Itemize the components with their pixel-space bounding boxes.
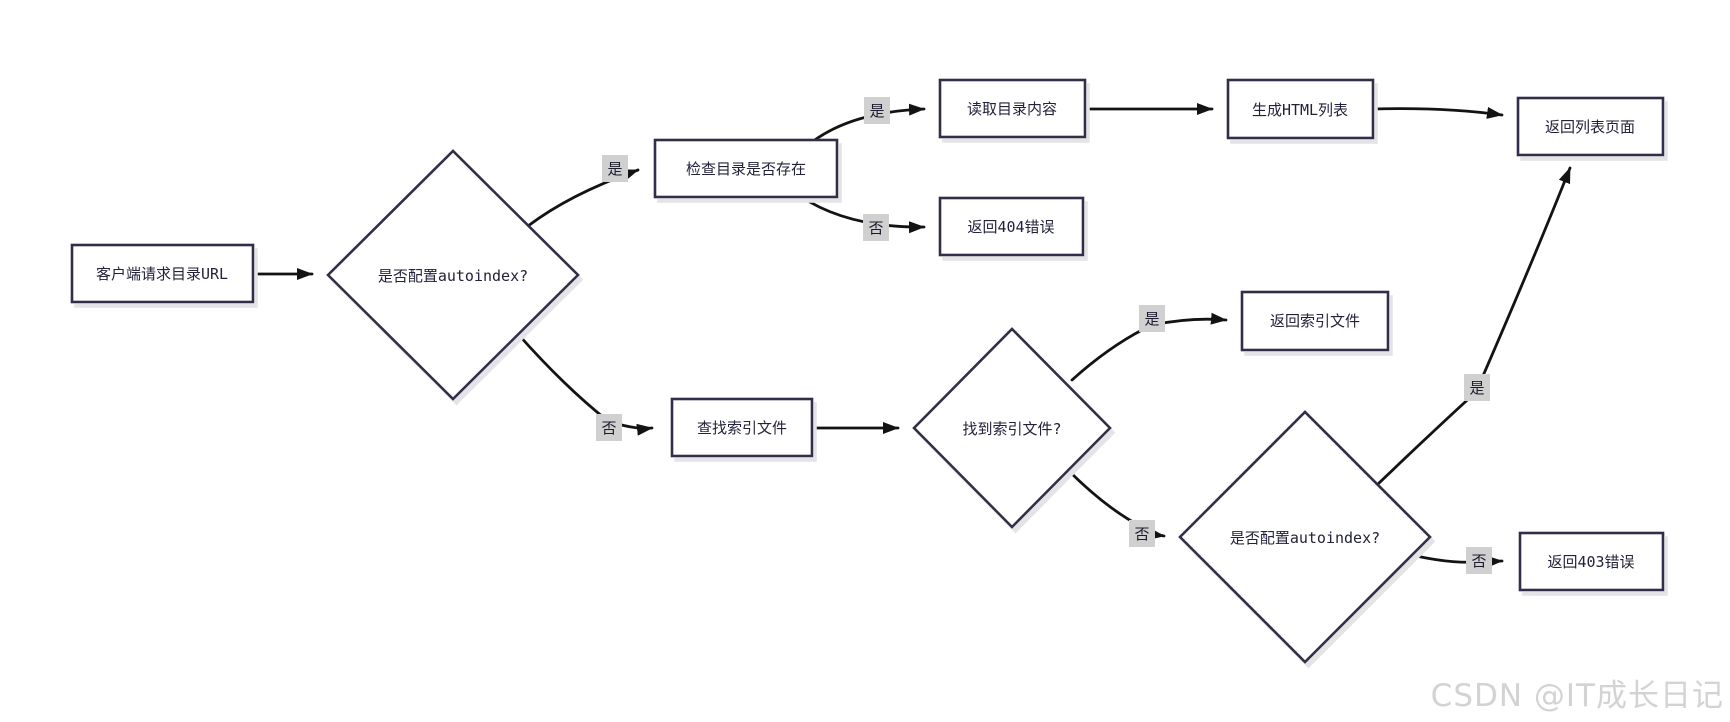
edge-label-text: 否	[601, 419, 616, 437]
node-find-index-label: 查找索引文件	[697, 419, 787, 437]
nodes: 客户端请求目录URL 是否配置autoindex? 检查目录是否存在 读取目录内…	[70, 78, 1665, 664]
edge-label-bg	[863, 214, 889, 241]
node-gen-html-shape	[1226, 78, 1375, 140]
edge-autoindex2-yes-to-return-list	[1376, 166, 1572, 486]
node-return-404: 返回404错误	[938, 196, 1085, 257]
edge-label-text: 是	[607, 160, 622, 178]
node-read-dir-label: 读取目录内容	[967, 100, 1057, 118]
edge-label-text: 否	[868, 219, 883, 237]
node-check-dir-shape	[653, 138, 839, 199]
edge-label-no-3: 否	[1129, 520, 1155, 547]
node-find-index-shape	[670, 397, 814, 458]
node-found-index: 找到索引文件?	[912, 327, 1112, 529]
edge-check-dir-no-to-return-404	[798, 194, 926, 234]
node-return-index: 返回索引文件	[1240, 290, 1390, 352]
node-start-shape	[70, 243, 255, 304]
node-return-list: 返回列表页面	[1516, 96, 1665, 157]
edge-label-no-4: 否	[1466, 547, 1492, 574]
node-autoindex1-shape	[326, 149, 580, 401]
node-return-403: 返回403错误	[1518, 531, 1665, 592]
edge-check-dir-yes-to-read-dir	[810, 103, 926, 144]
node-return-404-label: 返回404错误	[967, 218, 1054, 236]
node-autoindex2: 是否配置autoindex?	[1178, 410, 1432, 664]
edge-label-bg	[1129, 520, 1155, 547]
edge-label-yes-4: 是	[1464, 374, 1490, 401]
node-return-403-shape	[1518, 531, 1665, 592]
node-check-dir-label: 检查目录是否存在	[686, 160, 806, 178]
node-found-index-shape	[912, 327, 1112, 529]
edge-label-bg	[1464, 374, 1490, 401]
edge-label-yes-2: 是	[864, 97, 890, 124]
edge-label-text: 否	[1471, 552, 1486, 570]
node-return-list-shape	[1516, 96, 1665, 157]
node-read-dir: 读取目录内容	[938, 78, 1087, 139]
edge-gen-html-to-return-list	[1371, 106, 1504, 119]
node-start-label: 客户端请求目录URL	[96, 265, 228, 283]
node-return-403-label: 返回403错误	[1547, 553, 1634, 571]
edge-label-yes-1: 是	[602, 155, 628, 182]
edge-label-no-1: 否	[863, 214, 889, 241]
node-gen-html-label: 生成HTML列表	[1252, 101, 1348, 119]
node-gen-html: 生成HTML列表	[1226, 78, 1375, 140]
edge-label-yes-3: 是	[1139, 305, 1165, 332]
edge-label-bg	[864, 97, 890, 124]
node-return-404-shape	[938, 196, 1085, 257]
node-check-dir: 检查目录是否存在	[653, 138, 839, 199]
node-read-dir-shape	[938, 78, 1087, 139]
node-return-list-label: 返回列表页面	[1545, 118, 1635, 136]
edge-label-text: 否	[1134, 525, 1149, 543]
node-autoindex1-label: 是否配置autoindex?	[378, 267, 528, 285]
node-start: 客户端请求目录URL	[70, 243, 255, 304]
edge-label-bg	[602, 155, 628, 182]
edge-label-bg	[596, 414, 622, 441]
node-return-index-label: 返回索引文件	[1270, 312, 1360, 330]
node-return-index-shape	[1240, 290, 1390, 352]
node-find-index: 查找索引文件	[670, 397, 814, 458]
csdn-watermark: CSDN @IT成长日记	[1431, 678, 1724, 714]
node-found-index-label: 找到索引文件?	[962, 420, 1061, 438]
edge-label-text: 是	[869, 102, 884, 120]
edge-label-no-2: 否	[596, 414, 622, 441]
edge-label-text: 是	[1144, 310, 1159, 328]
edge-label-bg	[1466, 547, 1492, 574]
edge-label-text: 是	[1469, 379, 1484, 397]
edge-autoindex1-no-to-find-index	[516, 332, 654, 436]
edge-labels: 是 是 否 否 是 否 是 否	[596, 97, 1492, 574]
node-autoindex2-label: 是否配置autoindex?	[1230, 529, 1380, 547]
edge-label-bg	[1139, 305, 1165, 332]
node-autoindex1: 是否配置autoindex?	[326, 149, 580, 401]
node-autoindex2-shape	[1178, 410, 1432, 664]
